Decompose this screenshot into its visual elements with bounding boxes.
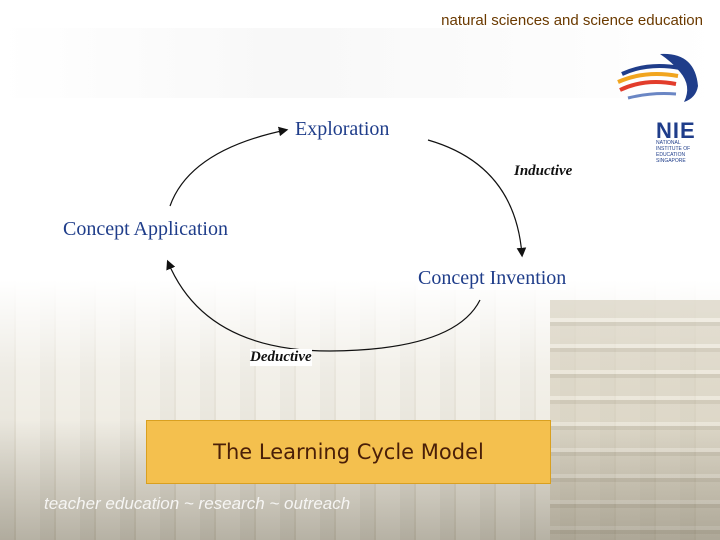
logo-wordmark: NIE [656, 118, 696, 143]
node-concept-invention: Concept Invention [418, 267, 567, 290]
edge-label-deductive: Deductive [250, 349, 312, 366]
header-band [0, 28, 720, 98]
slide-title: The Learning Cycle Model [213, 440, 484, 464]
node-concept-application: Concept Application [63, 218, 228, 241]
logo-subtext: NATIONAL INSTITUTE OF EDUCATION SINGAPOR… [656, 140, 691, 164]
title-box: The Learning Cycle Model [146, 420, 551, 484]
arrow-application-to-exploration [169, 126, 289, 207]
header-text: natural sciences and science education [441, 12, 703, 29]
background-building [550, 300, 720, 540]
footer-tagline: teacher education ~ research ~ outreach [44, 494, 351, 513]
arrow-exploration-to-invention [427, 139, 527, 258]
arrow-invention-to-application [166, 259, 481, 352]
edge-label-inductive: Inductive [514, 163, 573, 180]
nie-logo: NIE NATIONAL INSTITUTE OF EDUCATION SING… [600, 46, 710, 164]
nie-logo-mark-icon [617, 53, 698, 102]
node-exploration: Exploration [295, 118, 390, 141]
